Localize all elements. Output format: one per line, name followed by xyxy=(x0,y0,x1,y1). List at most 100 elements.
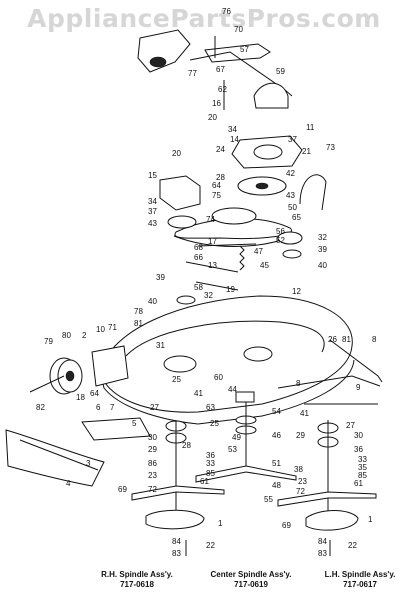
callout: 35 xyxy=(358,463,367,472)
rh-spindle-title: R.H. Spindle Ass'y. xyxy=(101,570,173,579)
callout: 40 xyxy=(148,297,157,306)
callout: 15 xyxy=(148,171,157,180)
callout: 43 xyxy=(148,219,157,228)
callout: 32 xyxy=(318,233,327,242)
callout: 79 xyxy=(44,337,53,346)
callout: 51 xyxy=(272,459,281,468)
callout: 19 xyxy=(226,285,235,294)
callout: 72 xyxy=(148,485,157,494)
callout: 27 xyxy=(150,403,159,412)
callout: 56 xyxy=(276,227,285,236)
callout-labels: 76 70 77 57 67 59 62 16 20 11 34 37 14 2… xyxy=(36,7,377,558)
callout: 43 xyxy=(286,191,295,200)
callout: 64 xyxy=(90,389,99,398)
callout: 34 xyxy=(148,197,157,206)
callout: 47 xyxy=(254,247,263,256)
callout: 40 xyxy=(318,261,327,270)
callout: 27 xyxy=(346,421,355,430)
callout: 38 xyxy=(294,465,303,474)
callout: 29 xyxy=(296,431,305,440)
callout: 30 xyxy=(148,433,157,442)
callout: 55 xyxy=(264,495,273,504)
callout: 28 xyxy=(216,173,225,182)
callout: 83 xyxy=(172,549,181,558)
rh-spindle-caption: R.H. Spindle Ass'y. 717-0618 xyxy=(82,570,192,590)
callout: 10 xyxy=(96,325,105,334)
callout: 74 xyxy=(206,215,215,224)
callout: 30 xyxy=(354,431,363,440)
callout: 80 xyxy=(62,331,71,340)
callout: 52 xyxy=(276,236,285,245)
lh-spindle-title: L.H. Spindle Ass'y. xyxy=(324,570,396,579)
callout: 14 xyxy=(230,135,239,144)
callout: 2 xyxy=(82,331,87,340)
center-spindle-title: Center Spindle Ass'y. xyxy=(210,570,292,579)
callout: 41 xyxy=(300,409,309,418)
callout: 85 xyxy=(358,471,367,480)
callout: 1 xyxy=(368,515,373,524)
callout: 6 xyxy=(96,403,101,412)
callout: 8 xyxy=(296,379,301,388)
callout: 69 xyxy=(282,521,291,530)
callout: 25 xyxy=(210,419,219,428)
callout: 72 xyxy=(296,487,305,496)
callout: 4 xyxy=(66,479,71,488)
callout: 60 xyxy=(214,373,223,382)
callout: 25 xyxy=(172,375,181,384)
callout: 42 xyxy=(286,169,295,178)
callout: 85 xyxy=(206,469,215,478)
callout: 33 xyxy=(358,455,367,464)
callout: 5 xyxy=(132,419,137,428)
callout: 81 xyxy=(134,319,143,328)
callout: 29 xyxy=(148,445,157,454)
callout: 67 xyxy=(216,65,225,74)
callout: 61 xyxy=(354,479,363,488)
callout: 73 xyxy=(326,143,335,152)
callout: 59 xyxy=(276,67,285,76)
callout: 39 xyxy=(318,245,327,254)
callout: 81 xyxy=(342,335,351,344)
callout: 46 xyxy=(272,431,281,440)
callout: 53 xyxy=(228,445,237,454)
callout: 8 xyxy=(372,335,377,344)
callout: 82 xyxy=(36,403,45,412)
callout: 36 xyxy=(354,445,363,454)
callout: 77 xyxy=(188,69,197,78)
watermark: AppliancePartsPros.com xyxy=(27,4,381,33)
callout: 3 xyxy=(86,459,91,468)
callout: 66 xyxy=(194,253,203,262)
callout: 21 xyxy=(302,147,311,156)
callout: 20 xyxy=(208,113,217,122)
callout: 23 xyxy=(298,477,307,486)
callout: 70 xyxy=(234,25,243,34)
callout: 84 xyxy=(172,537,181,546)
callout: 44 xyxy=(228,385,237,394)
callout: 50 xyxy=(288,203,297,212)
callout: 26 xyxy=(328,335,337,344)
lh-spindle-part-number: 717-0617 xyxy=(343,580,377,589)
rh-spindle-part-number: 717-0618 xyxy=(120,580,154,589)
callout: 41 xyxy=(194,389,203,398)
callout: 1 xyxy=(218,519,223,528)
callout: 7 xyxy=(110,403,115,412)
callout: 18 xyxy=(76,393,85,402)
callout: 76 xyxy=(222,7,231,16)
callout: 39 xyxy=(156,273,165,282)
callout: 20 xyxy=(172,149,181,158)
callout: 33 xyxy=(206,459,215,468)
callout: 71 xyxy=(108,323,117,332)
callout: 84 xyxy=(318,537,327,546)
callout: 65 xyxy=(292,213,301,222)
callout: 37 xyxy=(148,207,157,216)
callout: 57 xyxy=(240,45,249,54)
callout: 22 xyxy=(206,541,215,550)
callout: 54 xyxy=(272,407,281,416)
callout: 12 xyxy=(292,287,301,296)
callout: 32 xyxy=(204,291,213,300)
callout: 63 xyxy=(206,403,215,412)
line-art xyxy=(5,29,383,556)
callout: 9 xyxy=(356,383,361,392)
callout: 83 xyxy=(318,549,327,558)
center-spindle-part-number: 717-0619 xyxy=(234,580,268,589)
